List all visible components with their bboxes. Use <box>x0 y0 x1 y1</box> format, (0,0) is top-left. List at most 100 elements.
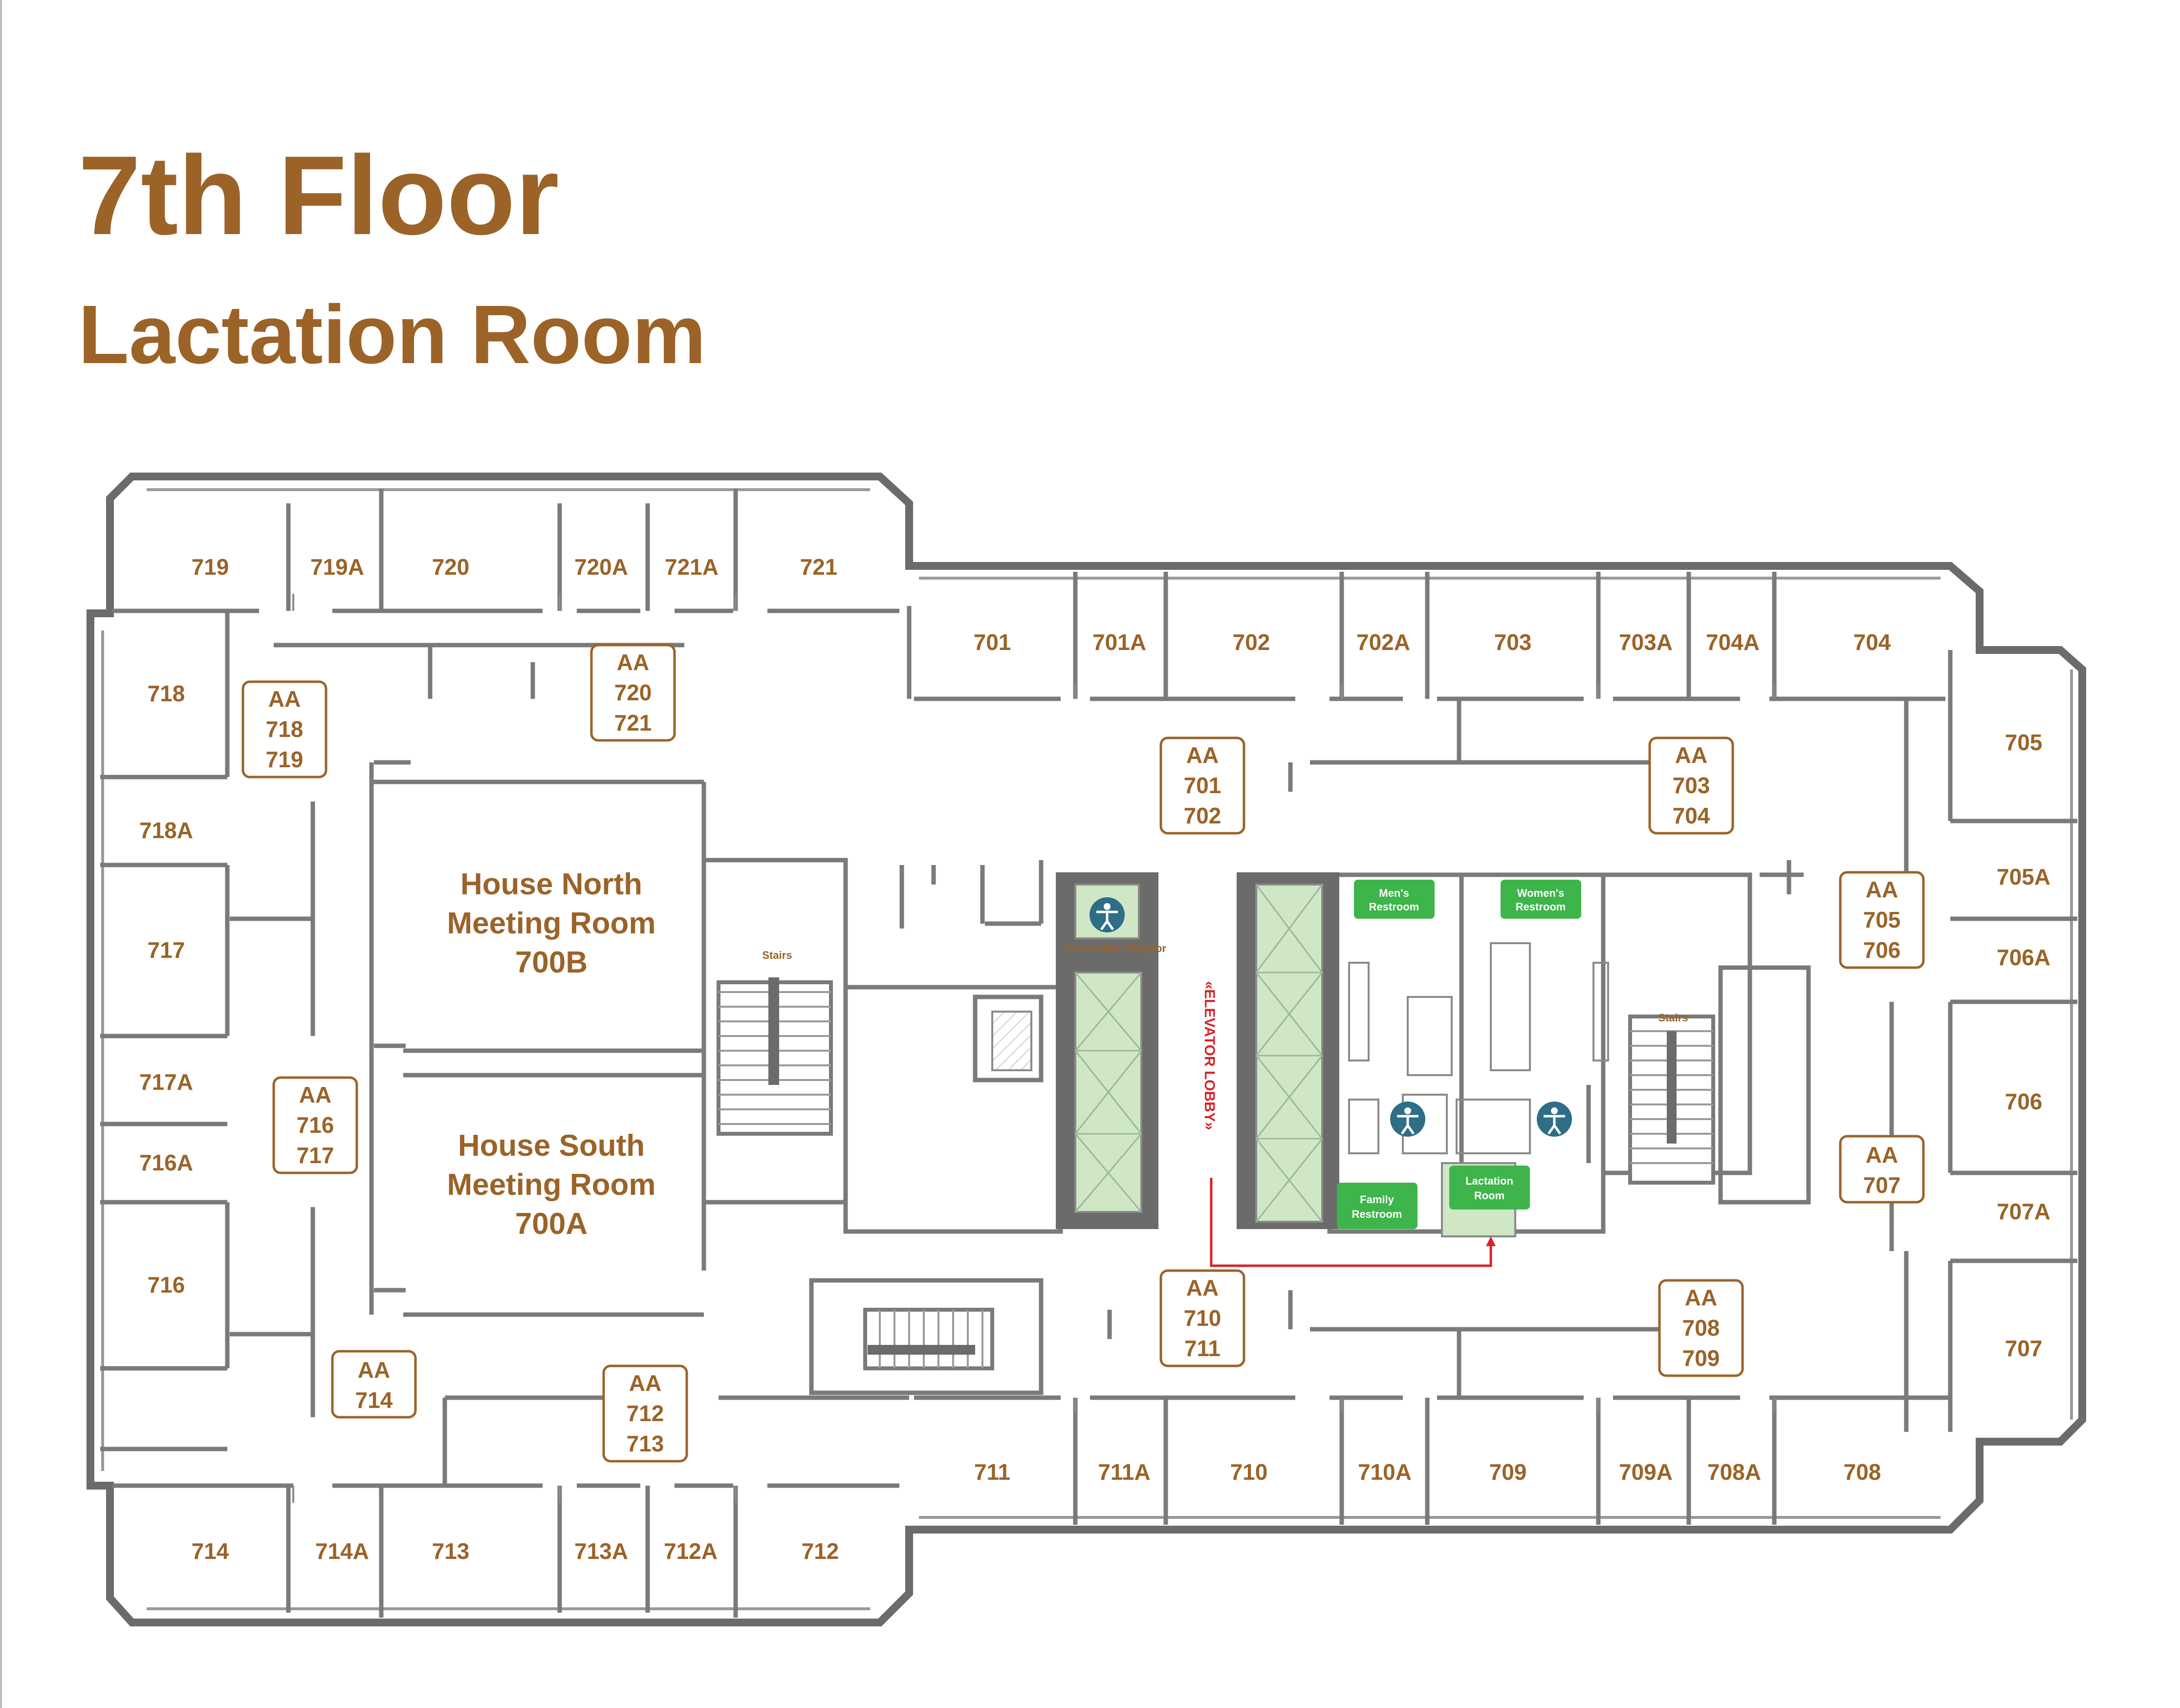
room-716: 716 <box>148 1272 185 1297</box>
svg-text:721: 721 <box>614 710 652 735</box>
room-713A: 713A <box>574 1538 628 1564</box>
accessible-elevator-label: Accessible Elevator <box>1065 942 1166 954</box>
room-712A: 712A <box>664 1538 718 1564</box>
room-712: 712 <box>802 1538 839 1564</box>
meeting-room-south: House South Meeting Room 700A <box>447 1129 655 1241</box>
room-719: 719 <box>192 554 229 580</box>
route-to-lactation <box>1210 1178 1492 1267</box>
svg-text:AA: AA <box>629 1370 661 1396</box>
lactation-room-label: Lactation Room <box>1449 1166 1530 1210</box>
room-708: 708 <box>1844 1459 1881 1485</box>
svg-text:AA: AA <box>1685 1285 1717 1310</box>
svg-text:700B: 700B <box>515 946 588 979</box>
elevator-bank-right <box>1237 872 1339 1229</box>
room-701A: 701A <box>1092 629 1146 655</box>
svg-text:House North: House North <box>460 867 642 901</box>
room-714: 714 <box>192 1538 229 1564</box>
svg-text:House South: House South <box>458 1129 645 1163</box>
room-721: 721 <box>800 554 838 580</box>
svg-text:717: 717 <box>297 1143 334 1168</box>
svg-text:AA: AA <box>617 649 649 675</box>
svg-text:720: 720 <box>614 680 652 705</box>
page-subtitle: Lactation Room <box>78 288 706 381</box>
accessible-icon <box>1537 1102 1572 1137</box>
svg-text:AA: AA <box>268 686 301 712</box>
room-718A: 718A <box>139 818 193 843</box>
stairs-right-label: Stairs <box>1658 1012 1688 1024</box>
room-703A: 703A <box>1619 629 1673 655</box>
aa-box-712-713 <box>602 1364 688 1463</box>
svg-text:705: 705 <box>1863 907 1901 932</box>
room-707: 707 <box>2005 1336 2043 1361</box>
room-709: 709 <box>1489 1459 1527 1485</box>
room-707A: 707A <box>1997 1199 2050 1224</box>
aa-box-707 <box>1839 1135 1925 1204</box>
stairs-left-label: Stairs <box>762 949 792 961</box>
svg-text:Meeting Room: Meeting Room <box>447 1168 655 1202</box>
room-711A: 711A <box>1098 1459 1150 1485</box>
aa-box-705-706 <box>1839 871 1925 969</box>
aa-box-716-717 <box>272 1076 358 1174</box>
accessible-icon <box>1390 1102 1425 1137</box>
svg-text:AA: AA <box>299 1082 331 1107</box>
aa-box-703-704 <box>1648 736 1734 835</box>
room-711: 711 <box>974 1459 1010 1485</box>
svg-text:Women's: Women's <box>1517 887 1565 899</box>
window-strips <box>101 488 2073 1610</box>
elevator-bank-left <box>1056 872 1158 1229</box>
svg-text:707: 707 <box>1863 1172 1901 1198</box>
svg-text:AA: AA <box>1186 1275 1219 1300</box>
svg-text:709: 709 <box>1682 1345 1720 1371</box>
svg-text:AA: AA <box>1866 1142 1898 1167</box>
svg-text:704: 704 <box>1673 803 1710 828</box>
svg-text:Family: Family <box>1360 1193 1394 1206</box>
svg-text:711: 711 <box>1184 1336 1221 1361</box>
svg-text:Lactation: Lactation <box>1465 1175 1513 1187</box>
aa-box-710-711 <box>1159 1269 1245 1367</box>
room-701: 701 <box>974 629 1011 655</box>
room-705: 705 <box>2005 730 2043 755</box>
room-717: 717 <box>148 937 185 963</box>
aa-labels: AA 720 721 AA 718 719 AA 701 702 AA 703 … <box>266 649 1901 1456</box>
aa-box-720-721 <box>590 644 676 742</box>
svg-text:719: 719 <box>266 747 304 772</box>
doors <box>292 594 1775 1503</box>
svg-text:713: 713 <box>627 1431 664 1456</box>
room-703: 703 <box>1494 629 1532 655</box>
room-718: 718 <box>148 681 185 706</box>
svg-text:714: 714 <box>355 1387 393 1413</box>
svg-text:710: 710 <box>1184 1305 1221 1331</box>
room-720: 720 <box>432 554 470 580</box>
room-719A: 719A <box>310 554 364 580</box>
meeting-room-north: House North Meeting Room 700B <box>447 867 655 979</box>
svg-text:Room: Room <box>1474 1189 1504 1202</box>
aa-box-718-719 <box>241 680 327 778</box>
svg-text:700A: 700A <box>515 1207 588 1241</box>
route-arrow-head <box>1486 1236 1496 1246</box>
room-705A: 705A <box>1997 864 2050 889</box>
room-710A: 710A <box>1358 1459 1412 1485</box>
svg-text:701: 701 <box>1184 773 1221 798</box>
svg-text:Restroom: Restroom <box>1369 901 1419 913</box>
svg-text:AA: AA <box>1675 742 1707 768</box>
room-702A: 702A <box>1356 629 1410 655</box>
elevator-lobby-label: «ELEVATOR LOBBY» <box>1201 981 1218 1130</box>
aa-box-708-709 <box>1658 1279 1744 1377</box>
svg-text:716: 716 <box>297 1112 334 1138</box>
freight-elevator <box>991 1011 1032 1071</box>
room-717A: 717A <box>139 1069 193 1095</box>
svg-text:AA: AA <box>1866 877 1898 902</box>
room-704: 704 <box>1853 629 1891 655</box>
svg-text:Meeting Room: Meeting Room <box>447 907 655 940</box>
room-706: 706 <box>2005 1089 2043 1114</box>
womens-restroom-label: Women's Restroom <box>1501 880 1581 919</box>
room-713: 713 <box>432 1538 470 1564</box>
svg-text:706: 706 <box>1863 937 1901 963</box>
aa-box-714 <box>331 1350 417 1419</box>
room-720A: 720A <box>574 554 628 580</box>
room-708A: 708A <box>1707 1459 1761 1485</box>
room-706A: 706A <box>1997 945 2050 970</box>
aa-box-701-702 <box>1159 736 1245 835</box>
mens-restroom-label: Men's Restroom <box>1354 880 1435 919</box>
